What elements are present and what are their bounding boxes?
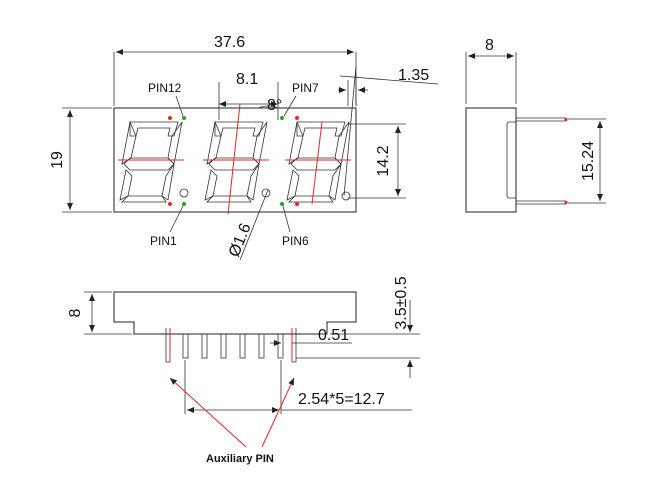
front-view: 37.6 19 8.1 8° 1.35 14.2 [49,34,439,261]
pin12-label: PIN12 [148,81,182,95]
pin-length-dim: 3.5±0.5 [393,276,410,329]
digit-1 [118,120,189,203]
pin6-label: PIN6 [282,234,309,248]
bottom-body-outline [113,291,357,335]
dp-dim: Ø1.6 [226,221,255,260]
bottom-view: 8 3.5±0.5 0.51 2.54*5=12.7 [67,276,420,465]
segment-height-dim: 14.2 [375,145,392,176]
side-body-outline [465,107,517,213]
front-body-outline [113,107,357,213]
aux-pin-label: Auxiliary PIN [206,453,274,465]
pin-row-dim: 15.24 [580,141,597,181]
pitch-total-dim: 2.54*5=12.7 [298,391,385,408]
pin1-label: PIN1 [150,234,177,248]
pin-width-dim: 0.51 [318,327,349,344]
pin-row [182,333,284,359]
height-dim: 19 [49,151,66,169]
side-thickness-dim: 8 [485,37,494,54]
side-view: 8 15.24 [465,37,606,213]
width-dim: 37.6 [214,34,245,51]
digit-2 [203,103,271,215]
slant-dim: 8° [267,97,282,114]
pin7-label: PIN7 [292,81,319,95]
offset-dim: 1.35 [398,67,429,84]
bottom-thickness-dim: 8 [67,308,84,317]
digit-3 [285,65,357,205]
pitch-dim: 8.1 [236,71,258,88]
